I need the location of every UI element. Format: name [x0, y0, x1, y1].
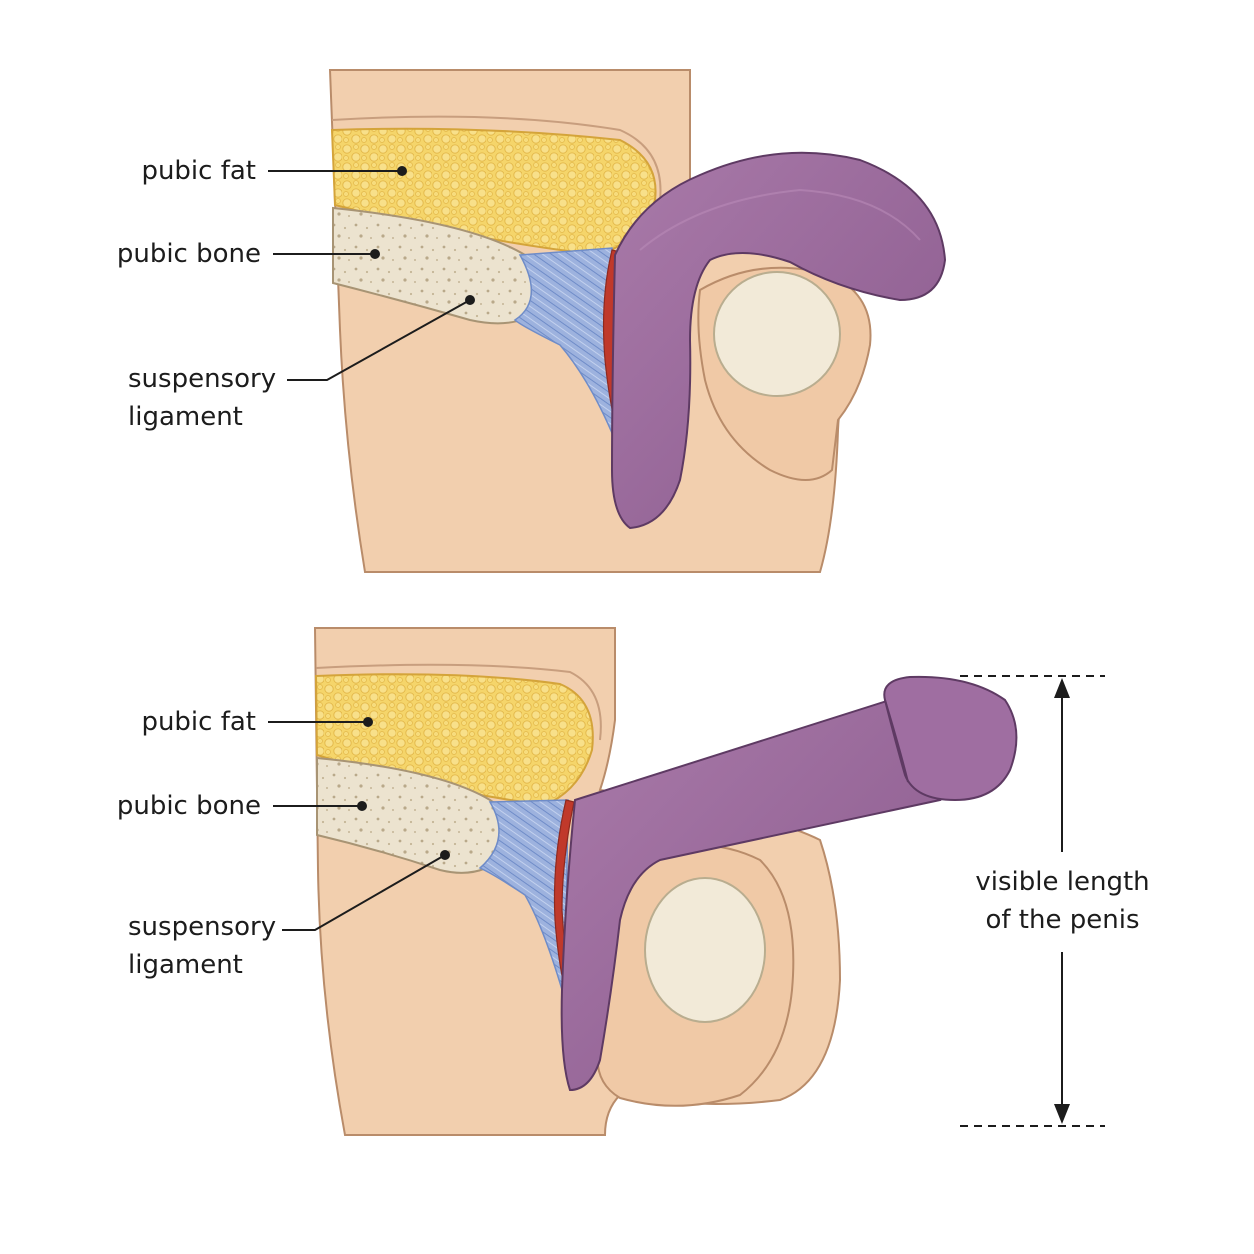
testis-top: [713, 271, 841, 397]
penis-erect-shaft: [560, 698, 942, 1092]
suspensory-ligament-top: [513, 247, 616, 441]
testis-bottom: [644, 877, 766, 1023]
leader-lines-top: [268, 166, 475, 381]
label-pubic-bone-bottom: pubic bone: [116, 791, 261, 821]
flaccid-panel: [328, 69, 947, 573]
erect-panel: [313, 627, 1018, 1136]
label-suspensory-ligament-top: suspensory ligament: [128, 364, 277, 432]
label-suspensory-ligament-bottom: suspensory ligament: [128, 912, 277, 980]
label-pubic-fat-bottom: pubic fat: [141, 707, 256, 737]
label-pubic-fat-top: pubic fat: [141, 156, 256, 186]
label-pubic-bone-top: pubic bone: [116, 239, 261, 269]
leader-lines-bottom: [268, 717, 450, 931]
penis-flaccid: [610, 151, 947, 530]
suspensory-ligament-bottom: [478, 799, 569, 1001]
penis-erect-glans: [883, 675, 1018, 802]
length-measurement: [960, 675, 1105, 1127]
label-visible-length: visible length of the penis: [975, 867, 1150, 935]
